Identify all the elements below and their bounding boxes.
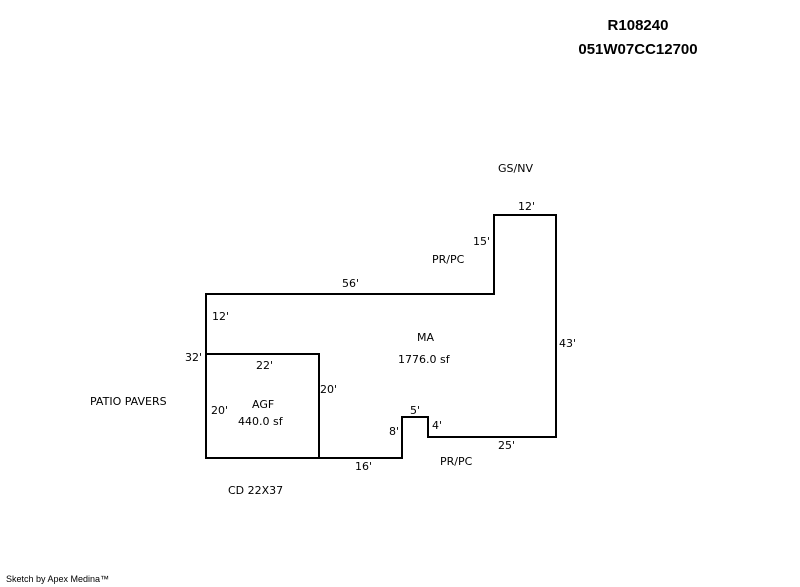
dim-left-12: 12' <box>212 310 229 323</box>
dim-garage-20-right: 20' <box>320 383 337 396</box>
dim-notch-4: 4' <box>432 419 442 432</box>
garage-outline <box>205 353 320 459</box>
patio-label: PATIO PAVERS <box>90 395 167 408</box>
dim-bottom-16: 16' <box>355 460 372 473</box>
account-id: R108240 <box>607 17 669 34</box>
dim-notch-8: 8' <box>389 425 399 438</box>
dim-garage-22: 22' <box>256 359 273 372</box>
garage-area-code: AGF <box>252 398 274 411</box>
dim-left-32: 32' <box>185 351 202 364</box>
dim-left-15: 15' <box>473 235 490 248</box>
dim-top-12: 12' <box>518 200 535 213</box>
pr-pc-bottom-label: PR/PC <box>440 455 473 468</box>
map-number: 051W07CC12700 <box>578 41 698 58</box>
main-area-outline <box>205 214 557 459</box>
main-area-size: 1776.0 sf <box>398 353 451 366</box>
main-area-code: MA <box>417 331 434 344</box>
dim-right-43: 43' <box>559 337 576 350</box>
gs-nv-label: GS/NV <box>498 162 533 175</box>
dim-top-56: 56' <box>342 277 359 290</box>
dim-garage-20-left: 20' <box>211 404 228 417</box>
pr-pc-top-label: PR/PC <box>432 253 465 266</box>
dim-notch-5: 5' <box>410 404 420 417</box>
deck-label: CD 22X37 <box>228 484 283 497</box>
dim-bottom-25: 25' <box>498 439 515 452</box>
garage-area-size: 440.0 sf <box>238 415 284 428</box>
sketch-credit: Sketch by Apex Medina™ <box>6 574 110 584</box>
